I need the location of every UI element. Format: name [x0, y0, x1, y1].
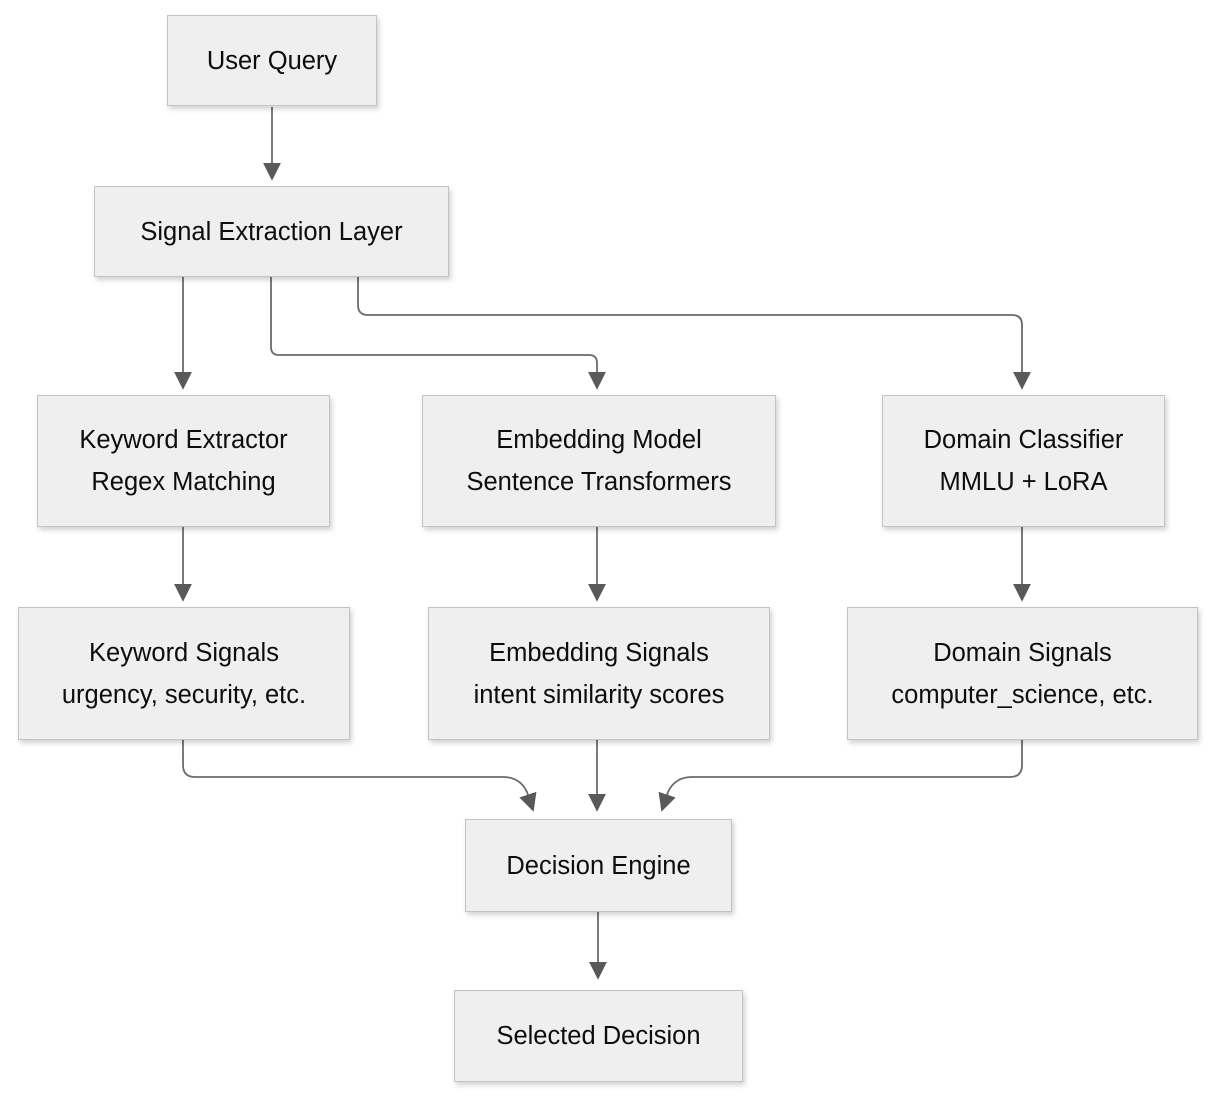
edge-signal-extraction-to-domain-classifier [357, 277, 1031, 390]
node-keyword-signals: Keyword Signals urgency, security, etc. [18, 607, 350, 740]
edge-domain-signals-to-decision-engine [658, 740, 1023, 812]
node-title: Domain Classifier [923, 426, 1124, 454]
node-domain-signals: Domain Signals computer_science, etc. [847, 607, 1198, 740]
node-subtitle: computer_science, etc. [891, 680, 1154, 709]
node-subtitle: Sentence Transformers [466, 468, 732, 496]
node-subtitle: MMLU + LoRA [939, 468, 1108, 496]
node-title: Embedding Model [496, 426, 702, 454]
node-keyword-extractor: Keyword Extractor Regex Matching [37, 395, 330, 527]
node-title: Signal Extraction Layer [140, 217, 403, 246]
node-selected-decision: Selected Decision [454, 990, 743, 1082]
node-signal-extraction-layer: Signal Extraction Layer [94, 186, 449, 277]
node-subtitle: Regex Matching [91, 468, 276, 496]
node-embedding-model: Embedding Model Sentence Transformers [422, 395, 776, 527]
node-subtitle: intent similarity scores [473, 680, 725, 709]
node-user-query: User Query [167, 15, 377, 106]
node-title: Domain Signals [933, 638, 1112, 667]
node-title: Decision Engine [506, 851, 691, 880]
node-domain-classifier: Domain Classifier MMLU + LoRA [882, 395, 1165, 527]
node-embedding-signals: Embedding Signals intent similarity scor… [428, 607, 770, 740]
node-title: Keyword Signals [89, 638, 279, 667]
node-title: Embedding Signals [489, 638, 709, 667]
node-title: Selected Decision [496, 1022, 701, 1050]
node-decision-engine: Decision Engine [465, 819, 732, 912]
node-title: User Query [206, 46, 338, 75]
edge-keyword-signals-to-decision-engine [182, 740, 537, 812]
edge-signal-extraction-to-embedding-model [270, 277, 606, 390]
node-subtitle: urgency, security, etc. [61, 680, 307, 709]
node-title: Keyword Extractor [79, 426, 288, 454]
